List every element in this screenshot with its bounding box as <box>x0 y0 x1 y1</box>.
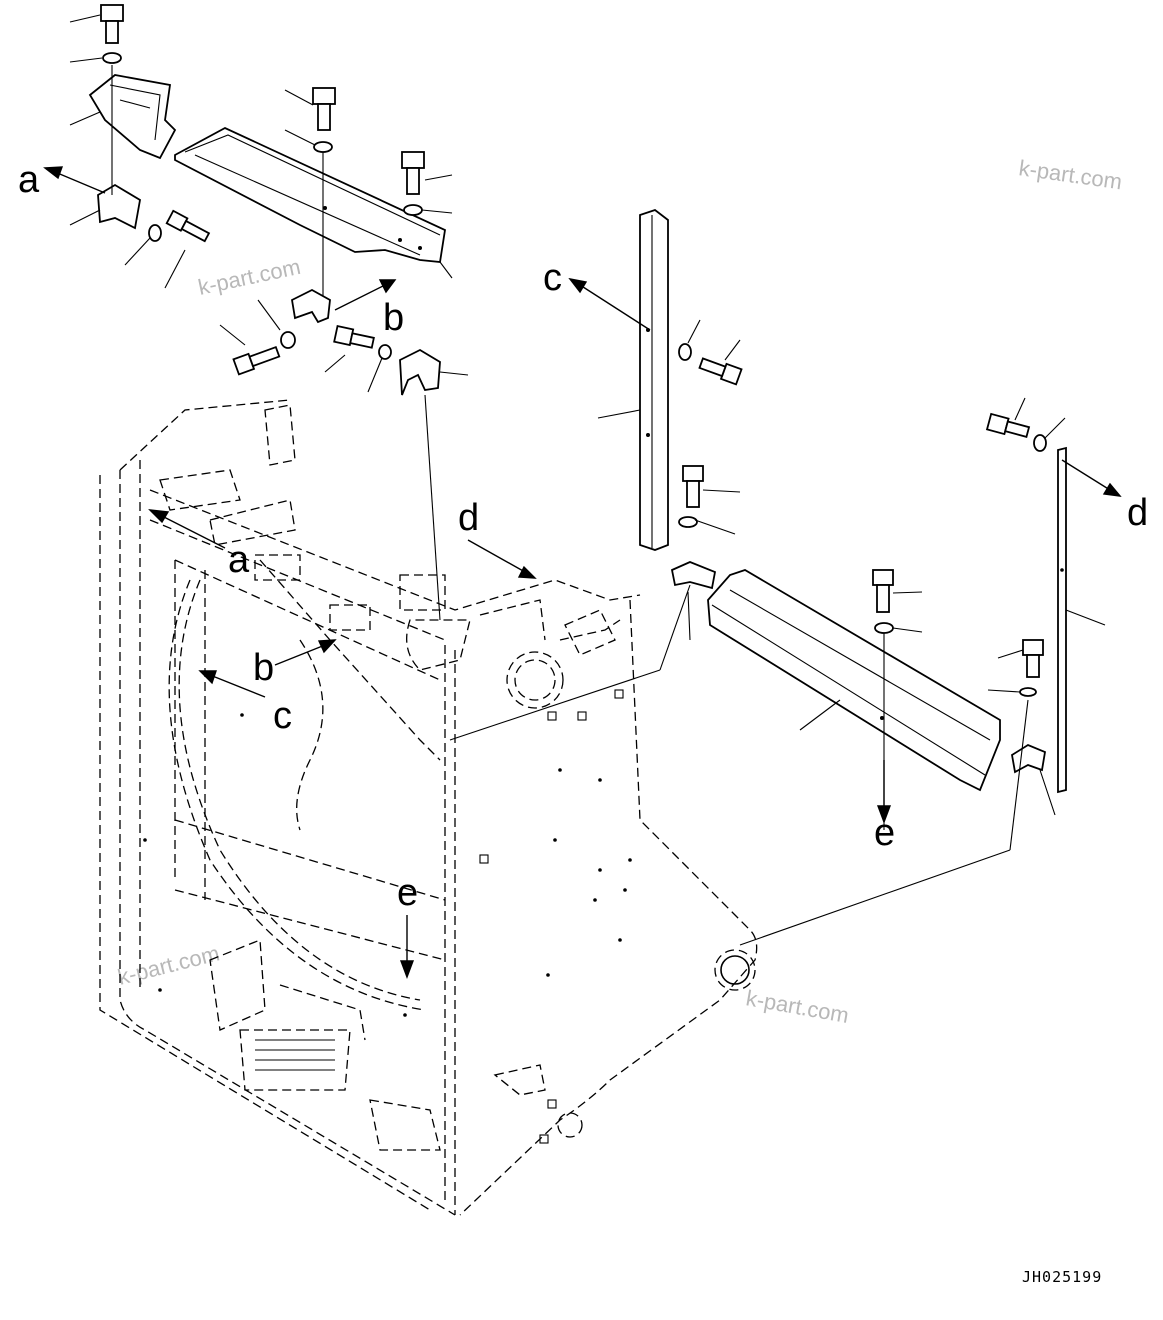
callout-e-frame: e <box>397 872 418 914</box>
bolt-mid-top <box>312 87 336 131</box>
main-frame <box>99 399 758 1216</box>
washer-clip-b <box>280 331 296 349</box>
callout-b-top: b <box>383 297 404 339</box>
bolt-lower-clip <box>682 465 704 508</box>
left-bracket-assembly <box>88 4 211 243</box>
direction-arrows <box>43 166 1122 979</box>
bracket-cover-plate <box>88 74 177 160</box>
callout-c-frame: c <box>273 695 292 737</box>
right-long-bar <box>707 569 1001 792</box>
callout-c-top: c <box>543 257 562 299</box>
washer-top-left <box>102 52 122 64</box>
callout-b-frame: b <box>253 647 274 689</box>
bolt-right-lower <box>1022 639 1044 678</box>
washer-lower-clip <box>678 516 698 528</box>
washer-right-top <box>403 204 423 216</box>
bolt-right-bar <box>872 569 894 613</box>
u-bracket <box>399 348 441 396</box>
callout-a-frame: a <box>228 539 250 581</box>
mounting-bracket-a <box>97 183 141 230</box>
vertical-seal-strip-c <box>639 208 669 551</box>
watermark-top-right: k-part.com <box>1017 155 1123 194</box>
callout-a-top: a <box>18 159 40 201</box>
right-lower-clip <box>1011 743 1047 774</box>
leader-lines <box>69 14 1106 816</box>
bolt-center-b <box>333 324 375 349</box>
bolt-strip-d <box>985 412 1031 438</box>
bolt-strip-c <box>698 357 743 386</box>
bolt-clip-b <box>232 345 281 376</box>
callout-d-frame: d <box>458 497 479 539</box>
washer-bracket-a <box>148 224 162 242</box>
callout-d-right: d <box>1127 492 1148 534</box>
washer-right-lower <box>1019 687 1037 697</box>
washer-mid-top <box>313 141 333 153</box>
watermark-lower-left: k-part.com <box>115 940 222 989</box>
washer-right-bar <box>874 622 894 634</box>
washer-strip-d <box>1033 434 1047 452</box>
washer-strip-c <box>678 343 692 361</box>
callout-e-right: e <box>874 812 895 854</box>
bolt-top-left <box>100 4 124 44</box>
clip-bracket-b <box>291 288 331 324</box>
bolt-right-top <box>401 151 425 195</box>
watermark-lower-right: k-part.com <box>744 985 851 1028</box>
watermark-upper-left: k-part.com <box>196 254 303 300</box>
bolt-bracket-a <box>165 209 211 243</box>
top-long-bar <box>174 126 446 263</box>
drawing-id: JH025199 <box>1022 1268 1102 1286</box>
vertical-seal-strip-d <box>1057 446 1067 794</box>
callout-letters: a a b b c c d d e e <box>18 159 1148 914</box>
washer-center-b <box>378 344 392 360</box>
lower-clip <box>670 561 717 590</box>
